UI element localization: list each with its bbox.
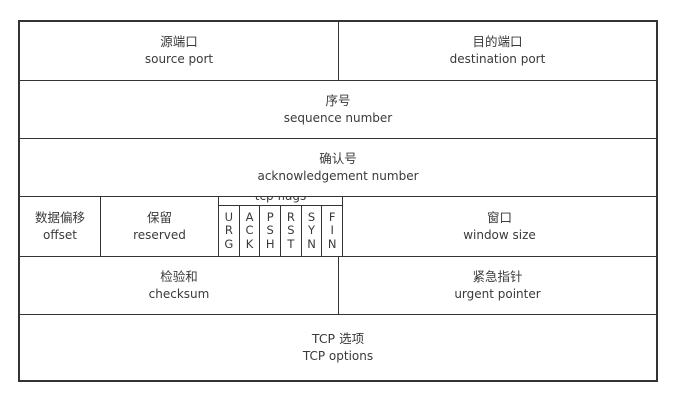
row-checksum-urgent-pointer: 检验和 checksum 紧急指针 urgent pointer — [20, 256, 656, 314]
field-acknowledgement-number-label-cn: 确认号 — [319, 150, 357, 166]
flag-bit-fin-letter-1: F — [328, 209, 336, 224]
flag-bit-fin-letter-2: I — [330, 223, 334, 238]
field-destination-port-label-en: destination port — [449, 52, 546, 67]
flag-bit-psh-letter-3: H — [265, 236, 275, 251]
tcp-flags-group-label: tcp flags — [218, 197, 343, 206]
field-source-port-label-en: source port — [144, 52, 214, 67]
field-acknowledgement-number: 确认号 acknowledgement number — [20, 139, 656, 196]
field-urgent-pointer-label-en: urgent pointer — [454, 286, 541, 301]
flag-bit-syn-letter-3: N — [307, 236, 316, 251]
flag-bit-rst-letter-2: S — [287, 223, 295, 238]
flag-bit-ack: A C K — [238, 206, 260, 256]
tcp-header-diagram: 源端口 source port 目的端口 destination port 序号… — [18, 20, 658, 382]
field-sequence-number-label-en: sequence number — [283, 110, 393, 125]
flag-bit-urg-letter-3: G — [224, 236, 234, 251]
flag-bit-fin-letter-3: N — [327, 236, 337, 251]
field-checksum-label-cn: 检验和 — [160, 268, 198, 284]
row-offset-flags-window: 数据偏移 offset 保留 reserved tcp flags U R G … — [20, 196, 656, 256]
field-data-offset-label-en: offset — [43, 227, 77, 242]
field-destination-port-label-cn: 目的端口 — [472, 34, 523, 50]
flag-bit-urg-letter-2: R — [224, 223, 233, 238]
tcp-flags-bit-list: U R G A C K P S H R S T — [218, 206, 343, 256]
flag-bit-ack-letter-1: A — [245, 209, 254, 224]
field-reserved-label-en: reserved — [133, 227, 186, 242]
flag-bit-rst-letter-3: T — [287, 236, 295, 251]
flag-bit-urg-letter-1: U — [224, 209, 234, 224]
flag-bit-syn: S Y N — [300, 206, 322, 256]
flag-bit-psh-letter-2: S — [266, 223, 274, 238]
field-acknowledgement-number-label-en: acknowledgement number — [257, 168, 419, 183]
field-tcp-options-label-cn: TCP 选项 — [311, 330, 365, 346]
row-tcp-options: TCP 选项 TCP options — [20, 314, 656, 380]
row-acknowledgement-number: 确认号 acknowledgement number — [20, 138, 656, 196]
field-window-size-label-cn: 窗口 — [486, 209, 512, 225]
flag-bit-syn-letter-2: Y — [308, 223, 316, 238]
flag-bit-ack-letter-3: K — [245, 236, 254, 251]
field-reserved: 保留 reserved — [100, 197, 218, 256]
field-tcp-options: TCP 选项 TCP options — [20, 315, 656, 380]
flag-bit-ack-letter-2: C — [245, 223, 254, 238]
field-destination-port: 目的端口 destination port — [338, 22, 656, 80]
field-checksum: 检验和 checksum — [20, 257, 338, 314]
field-source-port: 源端口 source port — [20, 22, 338, 80]
flag-bit-rst-letter-1: R — [286, 209, 295, 224]
field-sequence-number: 序号 sequence number — [20, 81, 656, 138]
row-ports: 源端口 source port 目的端口 destination port — [20, 22, 656, 80]
row-sequence-number: 序号 sequence number — [20, 80, 656, 138]
field-tcp-options-label-en: TCP options — [302, 348, 374, 363]
field-data-offset-label-cn: 数据偏移 — [34, 209, 85, 225]
flag-bit-rst: R S T — [280, 206, 301, 256]
flag-bit-urg: U R G — [219, 206, 239, 256]
field-checksum-label-en: checksum — [148, 286, 210, 301]
field-window-size: 窗口 window size — [343, 197, 656, 256]
flag-bit-psh-letter-1: P — [266, 209, 274, 224]
field-sequence-number-label-cn: 序号 — [325, 92, 351, 108]
field-data-offset: 数据偏移 offset — [20, 197, 100, 256]
field-window-size-label-en: window size — [463, 227, 536, 242]
field-urgent-pointer: 紧急指针 urgent pointer — [338, 257, 656, 314]
field-source-port-label-cn: 源端口 — [160, 34, 198, 50]
field-reserved-label-cn: 保留 — [146, 209, 172, 225]
field-tcp-flags: tcp flags U R G A C K P S H R — [218, 197, 343, 256]
flag-bit-psh: P S H — [259, 206, 280, 256]
flag-bit-fin: F I N — [321, 206, 342, 256]
field-urgent-pointer-label-cn: 紧急指针 — [472, 268, 523, 284]
flag-bit-syn-letter-1: S — [307, 209, 316, 224]
